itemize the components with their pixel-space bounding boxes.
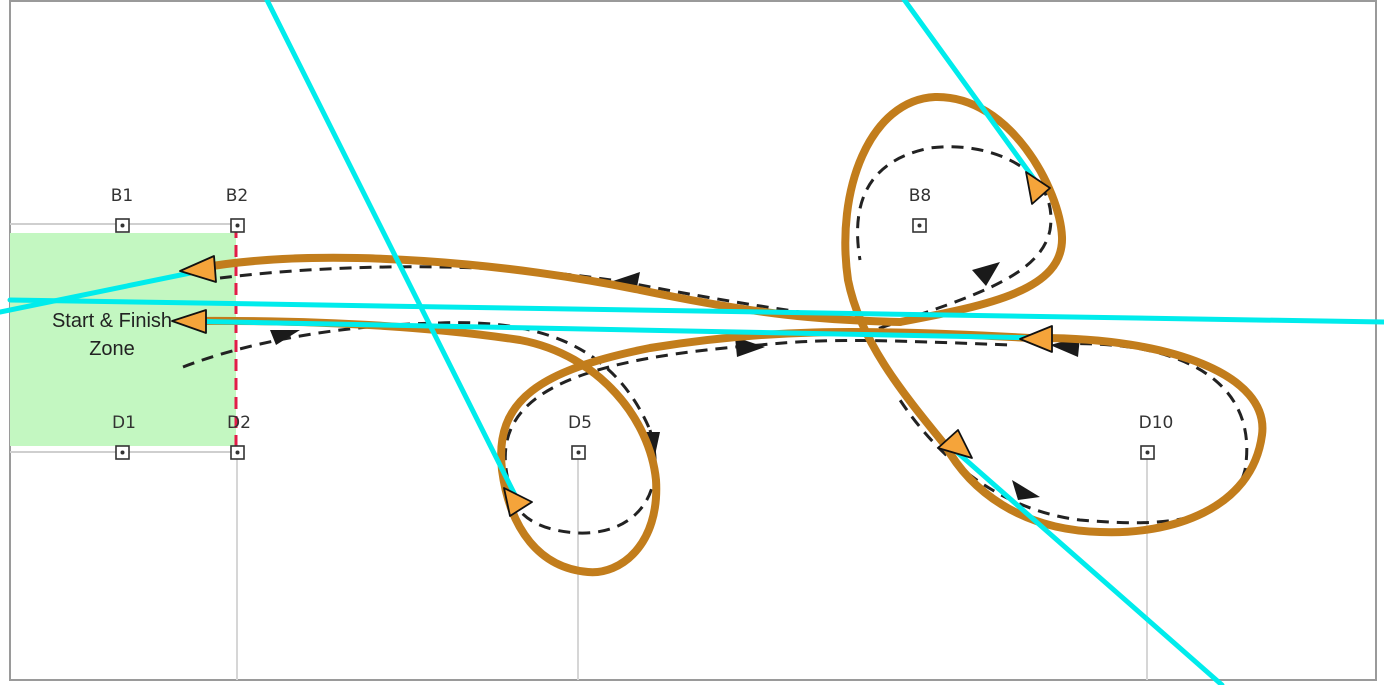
arrowhead-icon bbox=[1019, 325, 1053, 353]
marker-d2: D2 bbox=[227, 413, 251, 460]
marker-d1: D1 bbox=[112, 413, 136, 460]
flight-arrows bbox=[171, 171, 1053, 517]
marker-label: D5 bbox=[568, 413, 592, 433]
marker-label: D10 bbox=[1139, 413, 1174, 433]
arrowhead-icon bbox=[1025, 171, 1051, 205]
marker-label: B8 bbox=[909, 186, 931, 206]
zone-label-line2: Zone bbox=[89, 338, 135, 360]
marker-label: B2 bbox=[226, 186, 248, 206]
arrowhead-icon bbox=[937, 429, 973, 459]
view-line bbox=[264, 0, 523, 508]
arrowhead-icon bbox=[179, 255, 217, 283]
arrow-icon bbox=[1012, 480, 1040, 500]
arrowhead-icon bbox=[503, 487, 533, 517]
view-line bbox=[0, 267, 208, 315]
view-line bbox=[947, 443, 1225, 688]
view-line bbox=[7, 297, 1384, 325]
marker-b1: B1 bbox=[111, 186, 133, 233]
zone-label-line1: Start & Finish bbox=[51, 310, 173, 332]
arrow-icon bbox=[270, 330, 300, 345]
marker-label: D1 bbox=[112, 413, 136, 433]
flight-path bbox=[181, 92, 1267, 577]
arrow-icon bbox=[972, 262, 1000, 286]
arrow-icon bbox=[735, 337, 765, 357]
marker-b8: B8 bbox=[909, 186, 931, 233]
marker-d5: D5 bbox=[568, 413, 592, 460]
marker-d10: D10 bbox=[1139, 413, 1174, 460]
arrowhead-icon bbox=[171, 309, 207, 334]
zone-label: Start & Finish Zone bbox=[22, 307, 202, 363]
marker-group: B1 B2 B8 D1 D2 D5 D1 bbox=[111, 186, 1174, 460]
marker-label: D2 bbox=[227, 413, 251, 433]
marker-label: B1 bbox=[111, 186, 133, 206]
marker-b2: B2 bbox=[226, 186, 248, 233]
view-line bbox=[177, 318, 1043, 341]
view-line bbox=[901, 0, 1045, 193]
